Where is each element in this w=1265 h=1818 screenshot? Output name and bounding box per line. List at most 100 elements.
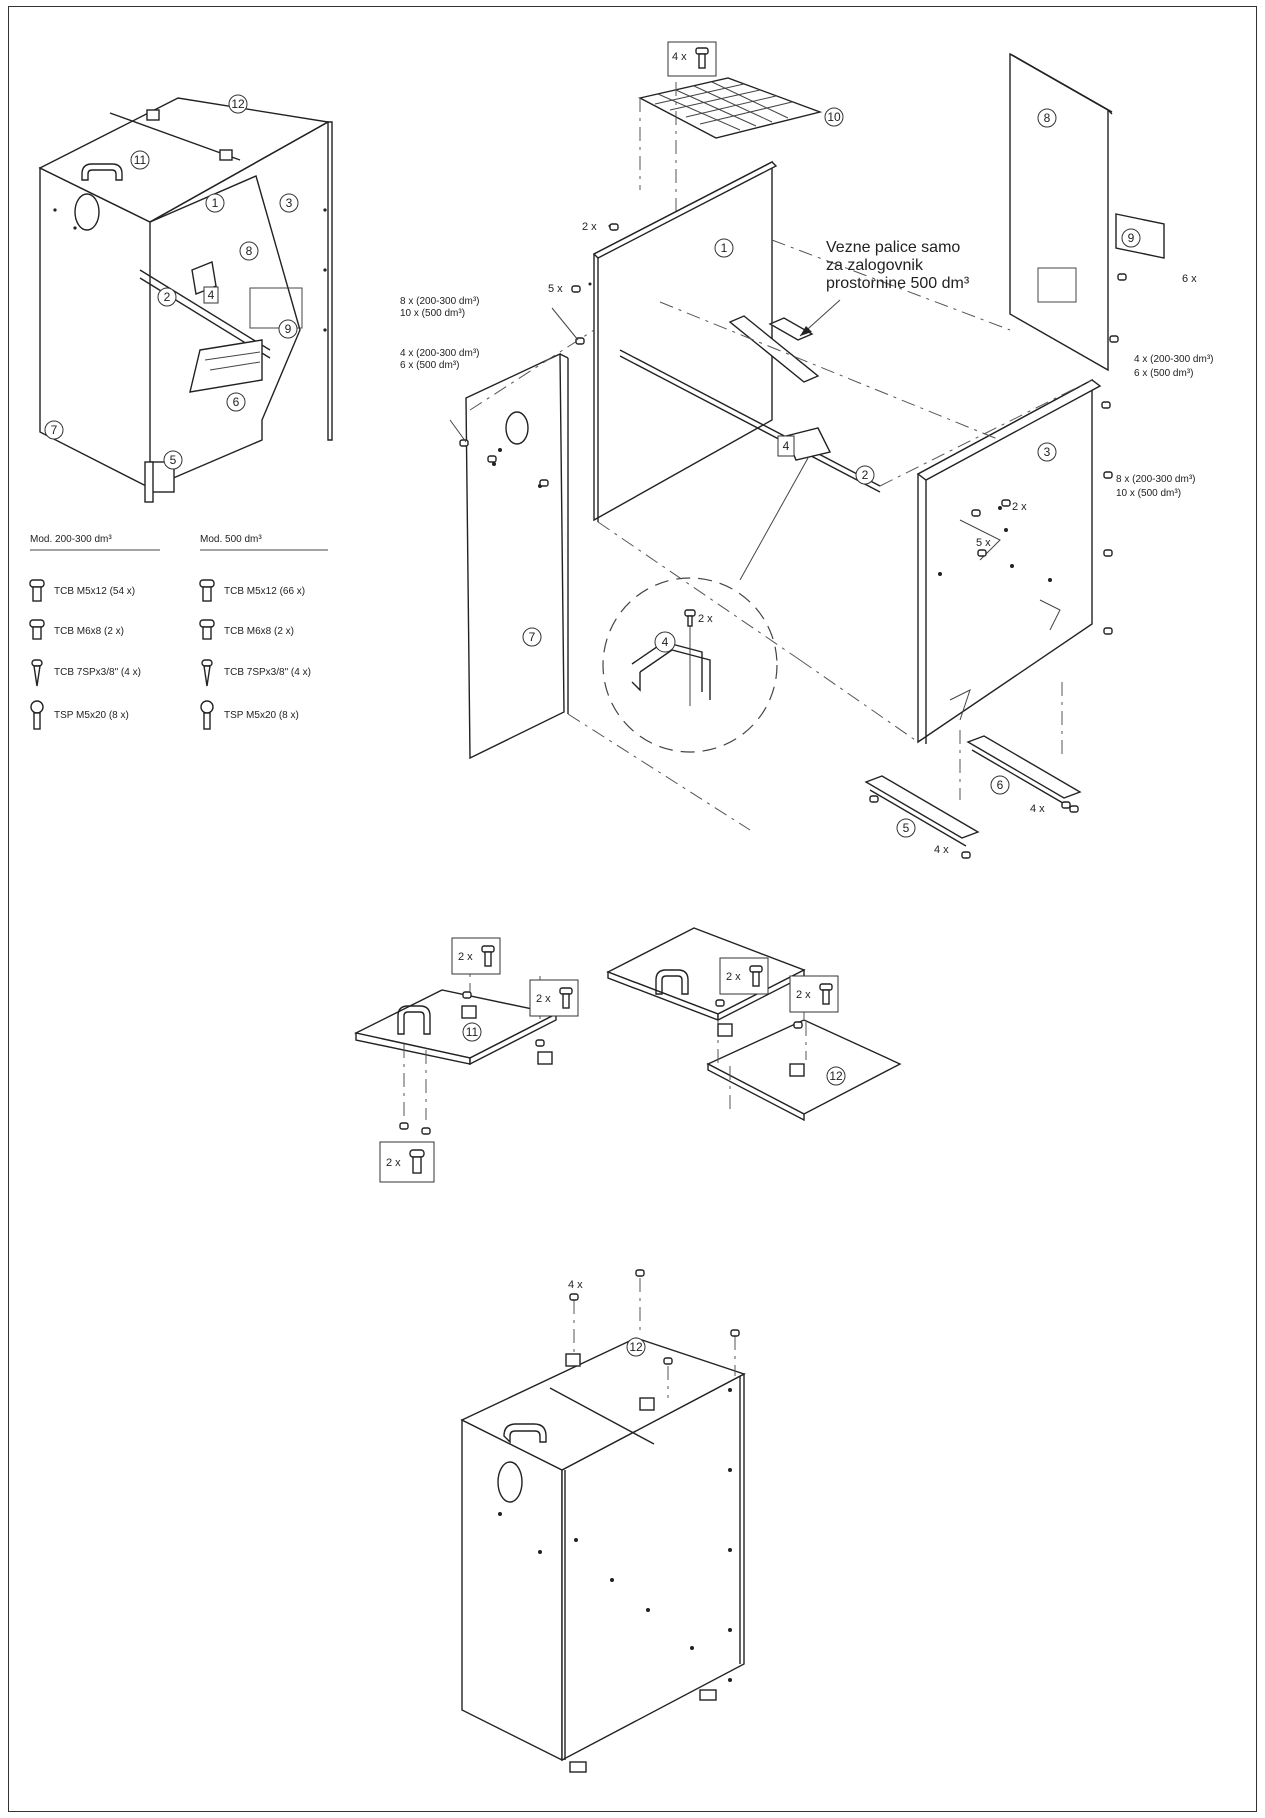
part-number-6: 6 [226,392,246,412]
final-assembly: 4 x [460,1269,746,1773]
part-number-3: 3 [279,193,299,213]
qty-back-4x-b: 6 x (500 dm³) [1134,368,1193,379]
exploded-part-numbers: 10 1 8 9 3 4 2 7 4 6 5 [522,107,1141,838]
lid-qty-boxes: 2 x 2 x 2 x 2 x 2 x [379,937,839,1183]
svg-text:4: 4 [662,635,669,649]
qty-top-grid: 4 x [672,51,687,63]
legend-screw-icon-8 [200,700,214,730]
svg-text:7: 7 [529,630,536,644]
qty-right-8x-b: 10 x (500 dm³) [1116,488,1181,499]
qty-left-4x-a: 4 x (200-300 dm³) [400,348,479,359]
legend-col2-item-4: TSP M5x20 (8 x) [224,710,299,721]
legend-col2-item-3: TCB 7SPx3/8" (4 x) [224,667,311,678]
legend-col1-item-4: TSP M5x20 (8 x) [54,710,129,721]
qty-right-5x: 5 x [976,537,991,549]
lid-part-numbers: 11 12 [462,1022,846,1086]
part-number-9: 9 [278,319,298,339]
qty-left-8x-a: 8 x (200-300 dm³) [400,296,479,307]
svg-text:8: 8 [246,244,253,258]
part-number-11: 11 [462,1022,482,1042]
lid-11 [353,989,559,1059]
part-number-12: 12 [626,1337,646,1357]
front-panel-1 [593,160,773,522]
callout-line-3: prostornine 500 dm³ [826,275,970,292]
qty-panel1-5x: 5 x [548,283,563,295]
part-number-4: 4 [203,286,219,304]
qty-panel1-2x: 2 x [582,221,597,233]
part-number-1: 1 [205,193,225,213]
overview-part-numbers: 12 11 1 3 8 2 4 9 6 7 5 [44,94,299,470]
part-number-7: 7 [522,627,542,647]
tie-bar-callout: Vezne palice samo za zalogovnik prostorn… [826,239,970,292]
legend-screw-icon-3 [31,659,43,687]
legend-screw-icon-5 [199,579,215,602]
part-number-6: 6 [990,775,1010,795]
qty-lid-d-2x: 2 x [726,971,741,983]
part-number-5: 5 [896,818,916,838]
callout-line-2: za zalogovnik [826,257,924,274]
part-number-8: 8 [239,241,259,261]
svg-text:5: 5 [903,821,910,835]
svg-text:12: 12 [829,1069,843,1083]
svg-text:6: 6 [233,395,240,409]
svg-text:12: 12 [231,97,245,111]
svg-text:11: 11 [466,1025,479,1039]
qty-lid-c-2x: 2 x [386,1157,401,1169]
legend-col1-title: Mod. 200-300 dm³ [30,534,112,545]
svg-text:8: 8 [1044,111,1051,125]
part-number-2: 2 [855,465,875,485]
exploded-qty-labels: 2 x 5 x 8 x (200-300 dm³) 10 x (500 dm³)… [400,221,1213,856]
qty-bracket-2x: 2 x [698,613,713,625]
svg-text:3: 3 [286,196,293,210]
svg-text:9: 9 [285,322,292,336]
svg-text:1: 1 [212,196,219,210]
qty-back-4x-a: 4 x (200-300 dm³) [1134,354,1213,365]
part-number-7: 7 [44,420,64,440]
lid-12-top [606,927,806,1015]
svg-text:1: 1 [721,241,728,255]
screw-legend: Mod. 200-300 dm³ Mod. 500 dm³ TCB M5x12 … [29,534,328,730]
side-panel-7 [465,352,565,760]
legend-col1-item-2: TCB M6x8 (2 x) [54,626,124,637]
part-number-2: 2 [157,287,177,307]
part-number-5: 5 [163,450,183,470]
qty-right-8x-a: 8 x (200-300 dm³) [1116,474,1195,485]
part-number-12: 12 [826,1066,846,1086]
qty-lid-b-2x: 2 x [536,993,551,1005]
part-number-12: 12 [228,94,248,114]
svg-text:6: 6 [997,778,1004,792]
foot-5 [864,775,980,839]
part-number-8: 8 [1037,108,1057,128]
legend-screw-icon-1 [29,579,45,602]
part-number-4: 4 [777,435,795,457]
svg-text:9: 9 [1128,231,1135,245]
svg-text:4: 4 [208,288,215,302]
legend-col1-item-1: TCB M5x12 (54 x) [54,586,135,597]
qty-right-2x: 2 x [1012,501,1027,513]
qty-final-4x: 4 x [568,1279,583,1291]
svg-text:2: 2 [862,468,869,482]
legend-screw-icon-4 [30,700,44,730]
svg-text:5: 5 [170,453,177,467]
legend-col2-title: Mod. 500 dm³ [200,534,262,545]
svg-text:10: 10 [827,110,841,124]
drawing-frame [8,6,1257,1812]
svg-text:11: 11 [134,153,147,167]
legend-col1-item-3: TCB 7SPx3/8" (4 x) [54,667,141,678]
final-part-numbers: 12 [626,1337,646,1357]
part-number-1: 1 [714,238,734,258]
part-number-10: 10 [824,107,844,127]
svg-text:3: 3 [1044,445,1051,459]
qty-lid-e-2x: 2 x [796,989,811,1001]
legend-col2-item-1: TCB M5x12 (66 x) [224,586,305,597]
svg-text:7: 7 [51,423,58,437]
part-number-3: 3 [1037,442,1057,462]
legend-screw-icon-6 [199,619,215,640]
part-number-11: 11 [130,150,150,170]
legend-col2-item-2: TCB M6x8 (2 x) [224,626,294,637]
qty-left-4x-b: 6 x (500 dm³) [400,360,459,371]
qty-foot5-4x: 4 x [934,844,949,856]
qty-left-8x-b: 10 x (500 dm³) [400,308,465,319]
svg-text:12: 12 [629,1340,643,1354]
